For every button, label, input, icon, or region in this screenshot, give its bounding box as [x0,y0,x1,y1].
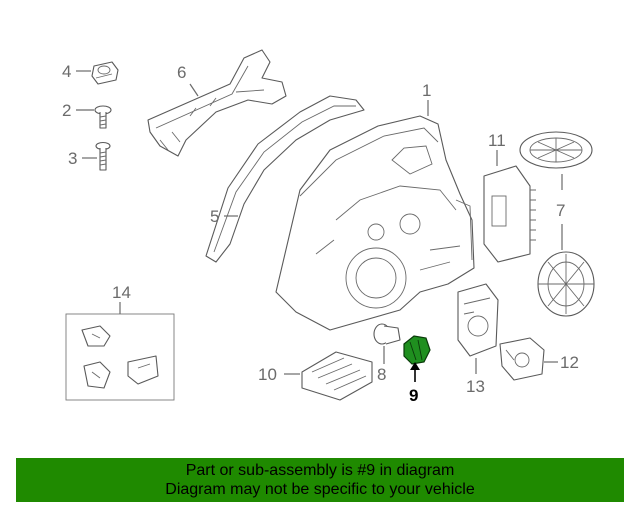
part-13-adjuster [457,283,499,357]
part-7-cap-bottom [537,251,595,317]
leader-6 [189,83,199,97]
part-1-headlamp [275,115,475,331]
callout-12: 12 [560,353,579,372]
info-banner: Part or sub-assembly is #9 in diagram Di… [16,458,624,502]
part-9-socket [403,335,431,365]
part-5-seal [205,95,365,263]
callout-5: 5 [210,207,219,226]
part-8-bulb [373,323,401,345]
callout-9: 9 [409,386,418,405]
banner-line-1: Part or sub-assembly is #9 in diagram [185,462,455,479]
part-4-clip [91,61,119,85]
callout-11: 11 [488,131,506,150]
part-3-bolt [95,141,111,171]
part-2-screw [94,105,112,129]
part-10-ballast [301,351,373,401]
callout-6: 6 [177,63,186,82]
callout-14: 14 [112,283,131,302]
leader-9-arrowhead [410,362,420,370]
callout-10: 10 [258,365,277,384]
parts-diagram: 4 2 3 6 5 1 [62,49,595,405]
callout-4: 4 [62,62,71,81]
part-7-cap-top [519,131,593,169]
callout-2: 2 [62,101,71,120]
part-11-module [483,165,536,263]
part-12-motor [499,337,545,381]
callout-8: 8 [377,365,386,384]
part-6-bracket [147,49,287,157]
callout-3: 3 [68,149,77,168]
banner-line-2: Diagram may not be specific to your vehi… [165,481,475,498]
callout-1: 1 [422,81,431,100]
callout-7: 7 [556,201,565,220]
callout-13: 13 [466,377,485,396]
part-14-kit [65,313,175,401]
